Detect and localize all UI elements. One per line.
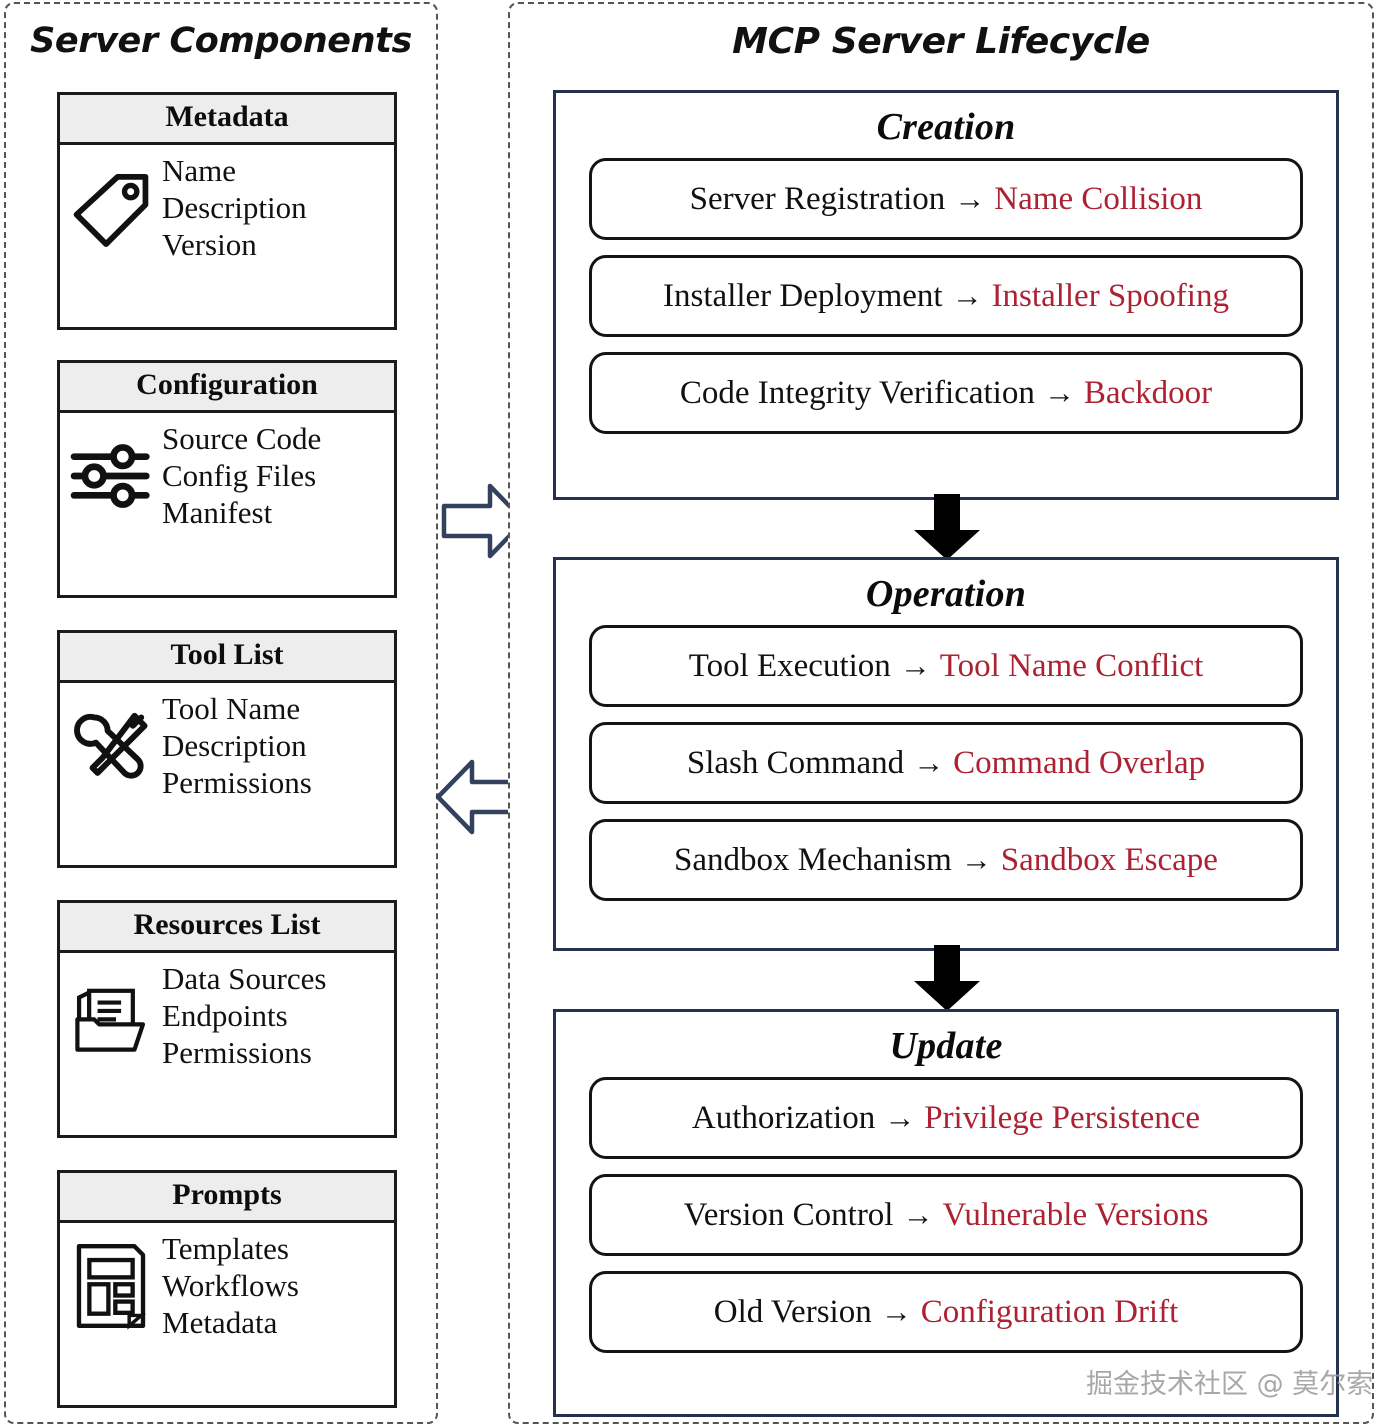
risk-threat-label: Configuration Drift	[920, 1293, 1179, 1330]
component-card-body: Name Description Version	[60, 145, 394, 274]
component-card-title: Prompts	[60, 1173, 394, 1223]
risk-stage-label: Slash Command	[686, 744, 905, 781]
lifecycle-stage-operation: Operation Tool Execution→Tool Name Confl…	[553, 557, 1339, 951]
template-document-icon	[68, 1234, 154, 1338]
risk-text: Tool Execution→Tool Name Conflict	[688, 647, 1204, 684]
component-card-lines: Name Description Version	[160, 153, 388, 264]
component-card-body: Data Sources Endpoints Permissions	[60, 953, 394, 1082]
risk-text: Old Version→Configuration Drift	[713, 1293, 1179, 1330]
watermark: 掘金技术社区 @ 莫尔索	[1086, 1369, 1374, 1400]
component-card-prompts[interactable]: Prompts Templates Workflows Metadata	[57, 1170, 397, 1408]
risk-stage-label: Old Version	[713, 1293, 872, 1330]
lifecycle-stage-update: Update Authorization→Privilege Persisten…	[553, 1009, 1339, 1417]
down-arrow-icon	[912, 945, 982, 1011]
risk-stage-label: Server Registration	[689, 180, 946, 217]
risk-row[interactable]: Server Registration→Name Collision	[589, 158, 1303, 240]
risk-threat-label: Tool Name Conflict	[939, 647, 1204, 684]
component-line: Data Sources	[162, 960, 327, 996]
arrow-glyph: →	[951, 277, 983, 313]
risk-stage-label: Version Control	[683, 1196, 894, 1233]
risk-threat-label: Command Overlap	[953, 744, 1206, 781]
risk-text: Authorization→Privilege Persistence	[691, 1099, 1201, 1136]
component-card-lines: Data Sources Endpoints Permissions	[160, 961, 388, 1072]
component-card-body: Tool Name Description Permissions	[60, 683, 394, 812]
risk-row[interactable]: Tool Execution→Tool Name Conflict	[589, 625, 1303, 707]
component-line: Permissions	[162, 1034, 312, 1070]
risk-row[interactable]: Slash Command→Command Overlap	[589, 722, 1303, 804]
arrow-glyph: →	[899, 647, 931, 683]
component-card-lines: Tool Name Description Permissions	[160, 691, 388, 802]
risk-threat-label: Name Collision	[994, 180, 1203, 217]
component-card-tool-list[interactable]: Tool List Tool Name Description Permissi…	[57, 630, 397, 868]
stage-title: Creation	[876, 106, 1016, 148]
risk-row[interactable]: Old Version→Configuration Drift	[589, 1271, 1303, 1353]
stage-title: Operation	[865, 573, 1027, 615]
component-card-body: Source Code Config Files Manifest	[60, 413, 394, 542]
arrow-glyph: →	[884, 1099, 916, 1135]
risk-stage-label: Tool Execution	[688, 647, 891, 684]
component-line: Description	[162, 189, 307, 225]
risk-text: Server Registration→Name Collision	[689, 180, 1203, 217]
risk-text: Slash Command→Command Overlap	[686, 744, 1206, 781]
risk-text: Installer Deployment→Installer Spoofing	[663, 277, 1229, 314]
component-line: Metadata	[162, 1304, 278, 1340]
arrow-glyph: →	[960, 841, 992, 877]
component-line: Templates	[162, 1230, 289, 1266]
component-card-resources-list[interactable]: Resources List Data Sources Endpoints Pe…	[57, 900, 397, 1138]
risk-threat-label: Vulnerable Versions	[942, 1196, 1209, 1233]
risk-text: Code Integrity Verification→Backdoor	[679, 374, 1213, 411]
risk-text: Sandbox Mechanism→Sandbox Escape	[674, 841, 1218, 878]
arrow-glyph: →	[880, 1293, 912, 1329]
tag-icon	[68, 156, 154, 260]
arrow-glyph: →	[913, 744, 945, 780]
arrow-glyph: →	[1043, 374, 1075, 410]
component-card-title: Configuration	[60, 363, 394, 413]
risk-stage-label: Authorization	[691, 1099, 876, 1136]
risk-row[interactable]: Code Integrity Verification→Backdoor	[589, 352, 1303, 434]
lifecycle-stage-creation: Creation Server Registration→Name Collis…	[553, 90, 1339, 500]
risk-stage-label: Sandbox Mechanism	[674, 841, 952, 878]
folder-documents-icon	[68, 964, 154, 1068]
arrow-glyph: →	[954, 180, 986, 216]
risk-threat-label: Sandbox Escape	[1000, 841, 1218, 878]
component-card-body: Templates Workflows Metadata	[60, 1223, 394, 1352]
risk-threat-label: Privilege Persistence	[924, 1099, 1201, 1136]
component-line: Permissions	[162, 764, 312, 800]
component-card-configuration[interactable]: Configuration Source Code Config Files M…	[57, 360, 397, 598]
component-line: Manifest	[162, 494, 273, 530]
arrow-glyph: →	[902, 1196, 934, 1232]
sliders-icon	[68, 424, 154, 528]
component-line: Endpoints	[162, 997, 288, 1033]
component-line: Workflows	[162, 1267, 299, 1303]
risk-row[interactable]: Sandbox Mechanism→Sandbox Escape	[589, 819, 1303, 901]
risk-threat-label: Installer Spoofing	[991, 277, 1229, 314]
risk-stage-label: Installer Deployment	[663, 277, 943, 314]
risk-stage-label: Code Integrity Verification	[679, 374, 1035, 411]
component-card-lines: Source Code Config Files Manifest	[160, 421, 388, 532]
wrench-screwdriver-icon	[68, 694, 154, 798]
component-card-metadata[interactable]: Metadata Name Description Version	[57, 92, 397, 330]
component-line: Source Code	[162, 420, 322, 456]
page-title-mcp-server-lifecycle: MCP Server Lifecycle	[732, 21, 1150, 62]
risk-row[interactable]: Authorization→Privilege Persistence	[589, 1077, 1303, 1159]
component-line: Version	[162, 226, 257, 262]
component-line: Tool Name	[162, 690, 301, 726]
component-card-title: Metadata	[60, 95, 394, 145]
down-arrow-icon	[912, 494, 982, 560]
component-card-title: Tool List	[60, 633, 394, 683]
risk-threat-label: Backdoor	[1083, 374, 1213, 411]
stage-title: Update	[889, 1025, 1003, 1067]
right-hollow-arrow-icon	[440, 478, 528, 564]
page-title-server-components: Server Components	[30, 21, 412, 61]
component-line: Description	[162, 727, 307, 763]
component-card-title: Resources List	[60, 903, 394, 953]
component-line: Config Files	[162, 457, 317, 493]
risk-row[interactable]: Version Control→Vulnerable Versions	[589, 1174, 1303, 1256]
component-card-lines: Templates Workflows Metadata	[160, 1231, 388, 1342]
risk-row[interactable]: Installer Deployment→Installer Spoofing	[589, 255, 1303, 337]
risk-text: Version Control→Vulnerable Versions	[683, 1196, 1209, 1233]
component-line: Name	[162, 152, 237, 188]
